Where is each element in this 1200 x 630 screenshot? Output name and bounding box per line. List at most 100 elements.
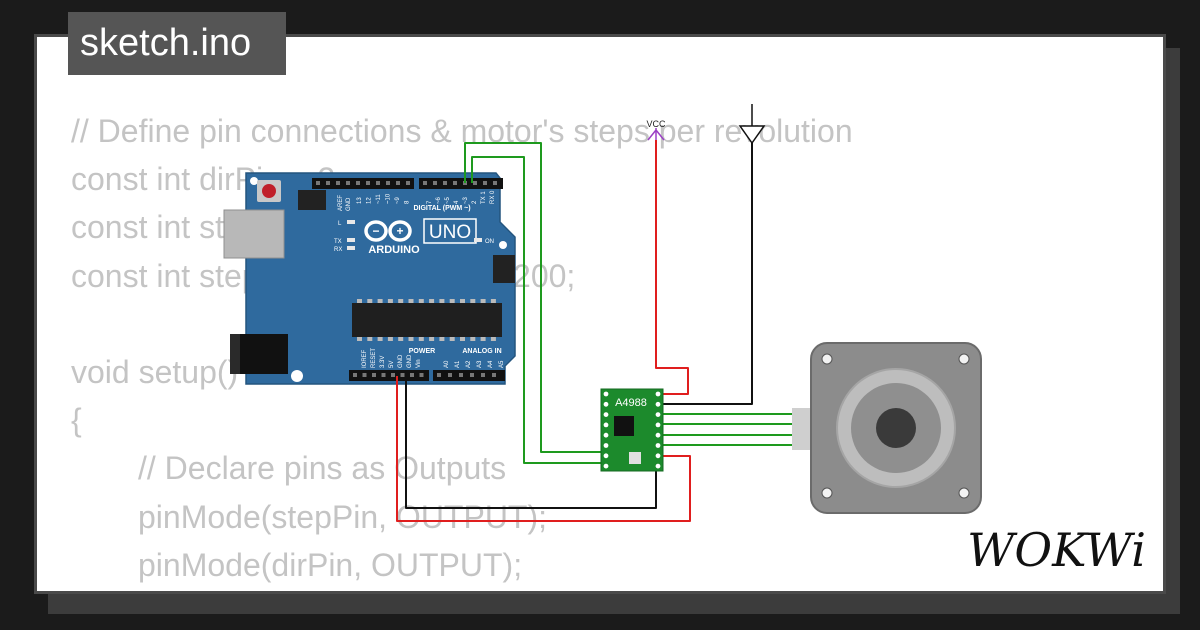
mounting-hole	[291, 370, 303, 382]
pin-hole[interactable]	[376, 181, 380, 185]
digital-pin-label: ~10	[386, 193, 392, 204]
wire-motor-gnd-black[interactable]	[659, 140, 753, 405]
pin-hole[interactable]	[353, 373, 357, 377]
driver-pin-right[interactable]	[655, 432, 661, 438]
led-on-label: ON	[485, 239, 494, 245]
driver-pin-left[interactable]	[603, 401, 609, 407]
pin-hole[interactable]	[481, 373, 485, 377]
pin-hole[interactable]	[443, 181, 447, 185]
motor-screw-hole	[821, 353, 833, 365]
driver-pin-left[interactable]	[603, 422, 609, 428]
pin-hole[interactable]	[326, 181, 330, 185]
digital-pin-label: 2	[472, 200, 478, 204]
reset-button-icon[interactable]	[257, 180, 281, 202]
pin-hole[interactable]	[470, 373, 474, 377]
digital-pwm-label: DIGITAL (PWM ~)	[413, 205, 470, 212]
pin-hole[interactable]	[493, 181, 497, 185]
power-pin-label: GND	[398, 354, 404, 368]
wire-vcc-red[interactable]	[655, 140, 689, 395]
driver-pin-left[interactable]	[603, 453, 609, 459]
arduino-uno-board[interactable]: − + UNO ARDUINO DIGITAL (PWM ~) POWER AN…	[223, 172, 516, 385]
driver-pin-right[interactable]	[655, 391, 661, 397]
pin-hole[interactable]	[381, 373, 386, 377]
digital-pin-label: ~5	[445, 196, 451, 204]
driver-label: A4988	[615, 397, 647, 409]
digital-pin-label: ~9	[395, 196, 401, 204]
code-preview: // Define pin connections & motor's step…	[71, 107, 853, 591]
analog-pin-label: A3	[477, 360, 483, 368]
pin-hole[interactable]	[459, 373, 463, 377]
power-pin-label: RESET	[371, 348, 377, 368]
pin-hole[interactable]	[356, 181, 360, 185]
driver-pin-left[interactable]	[603, 443, 609, 448]
digital-pin-label: 7	[427, 200, 433, 204]
driver-pin-left[interactable]	[603, 463, 609, 469]
pin-hole[interactable]	[386, 181, 390, 185]
wire-step-green[interactable]	[464, 142, 605, 453]
pin-hole[interactable]	[366, 181, 370, 185]
pin-hole[interactable]	[410, 373, 414, 377]
power-label: POWER	[409, 348, 435, 355]
gnd-label: GND	[346, 197, 352, 211]
driver-pin-right[interactable]	[655, 443, 661, 448]
pin-hole[interactable]	[433, 181, 437, 185]
pin-hole[interactable]	[437, 373, 441, 377]
pin-hole[interactable]	[391, 373, 395, 377]
ground-symbol[interactable]	[738, 104, 766, 145]
pin-hole[interactable]	[316, 181, 320, 185]
driver-pin-right[interactable]	[655, 453, 661, 459]
pin-hole[interactable]	[483, 181, 487, 185]
driver-potentiometer	[629, 452, 641, 464]
wokwi-logo: WOKWi	[967, 523, 1146, 577]
uno-label-box	[423, 218, 477, 244]
driver-pin-left[interactable]	[603, 432, 609, 438]
analog-pin-label: A2	[466, 360, 472, 368]
wire-gnd-black[interactable]	[405, 376, 657, 509]
pin-hole[interactable]	[372, 373, 376, 377]
power-pin-label: IOREF	[362, 349, 368, 368]
code-line: // Declare pins as Outputs	[138, 450, 507, 487]
driver-pin-right[interactable]	[655, 463, 661, 469]
atmega-chip	[352, 299, 502, 341]
driver-pin-left[interactable]	[603, 412, 609, 417]
digital-pin-holes	[316, 181, 497, 185]
driver-pin-right[interactable]	[655, 401, 661, 407]
pin-hole[interactable]	[492, 373, 496, 377]
digital-pin-label: ~6	[436, 196, 442, 204]
pin-hole[interactable]	[400, 373, 405, 377]
pin-hole[interactable]	[419, 373, 424, 377]
driver-pin-left[interactable]	[603, 391, 609, 397]
pin-hole[interactable]	[453, 181, 457, 185]
mounting-hole	[499, 241, 507, 249]
analog-pin-label: A0	[444, 360, 450, 368]
power-header	[349, 370, 429, 381]
vcc-symbol[interactable]: VCC	[646, 119, 666, 141]
wires	[396, 140, 794, 522]
digital-pin-label: 8	[405, 200, 411, 204]
pin-hole[interactable]	[336, 181, 340, 185]
pin-hole[interactable]	[448, 373, 452, 377]
a4988-driver[interactable]: A4988	[600, 388, 664, 472]
svg-text:−: −	[372, 224, 379, 238]
pin-hole[interactable]	[423, 181, 427, 185]
analog-pin-label: A4	[488, 360, 494, 368]
driver-pin-right[interactable]	[655, 412, 661, 417]
motor-screw-hole	[958, 487, 970, 499]
wire-dir-green[interactable]	[471, 156, 605, 464]
pin-hole[interactable]	[396, 181, 400, 185]
driver-pins	[603, 391, 661, 469]
power-pin-label: Vin	[416, 359, 422, 368]
pin-hole[interactable]	[346, 181, 350, 185]
file-name-tab[interactable]: sketch.ino	[68, 12, 286, 75]
wire-5v-red[interactable]	[396, 376, 691, 522]
analog-pin-label: A1	[455, 360, 461, 368]
stepper-motor[interactable]	[792, 342, 982, 514]
pin-hole[interactable]	[473, 181, 477, 185]
analog-in-label: ANALOG IN	[462, 348, 501, 355]
pin-hole[interactable]	[406, 181, 410, 185]
led-l-label: L	[338, 221, 342, 227]
driver-chip	[614, 416, 634, 436]
digital-header-left	[312, 178, 414, 189]
driver-pin-right[interactable]	[655, 422, 661, 428]
pin-hole[interactable]	[362, 373, 367, 377]
